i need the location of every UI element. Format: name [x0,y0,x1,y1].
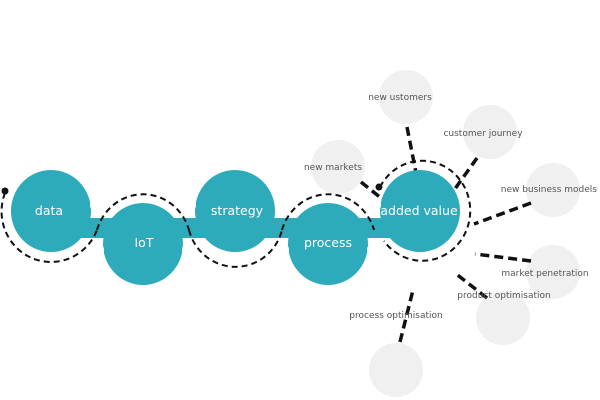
satellite-customer-journey [463,105,517,159]
label-new-business-models: new business models [501,185,598,195]
node-process [288,203,368,285]
node-iot [103,203,183,285]
spoke-product-optimisation [453,271,489,300]
label-new-ustomers: new ustomers [368,93,432,103]
start-dot [1,187,9,195]
node-added-value [380,170,460,252]
node-data [11,170,91,252]
arc-iot [96,193,190,231]
spoke-market-penetration [474,252,532,263]
arc-process [281,193,375,231]
spoke-new-business-models [473,201,532,226]
satellite-new-business-models [526,163,580,217]
label-customer-journey: customer journey [443,129,523,139]
label-new-markets: new markets [304,163,362,173]
arc-added-value [379,159,472,262]
label-data: data [35,203,63,218]
label-process: process [304,235,352,250]
spoke-customer-journey [450,156,479,195]
arc-data [0,192,98,263]
satellite-product-optimisation [476,291,530,345]
satellite-circles [311,70,580,397]
label-strategy: strategy [211,203,264,218]
label-iot: IoT [135,235,154,250]
satellite-market-penetration [526,245,580,299]
label-product-optimisation: product optimisation [457,291,550,301]
spoke-process-optimisation [398,289,415,343]
dashed-path [0,159,472,268]
label-added-value: added value [380,203,458,218]
chain-notches [90,198,381,257]
label-market-penetration: market penetration [501,269,588,279]
end-dot [375,183,383,191]
node-strategy [195,170,275,252]
arc-strategy [188,229,283,268]
main-chain [11,170,460,285]
satellite-new-ustomers [379,70,433,124]
satellite-new-markets [311,140,365,194]
label-process-optimisation: process optimisation [349,311,442,321]
satellite-process-optimisation [369,343,423,397]
